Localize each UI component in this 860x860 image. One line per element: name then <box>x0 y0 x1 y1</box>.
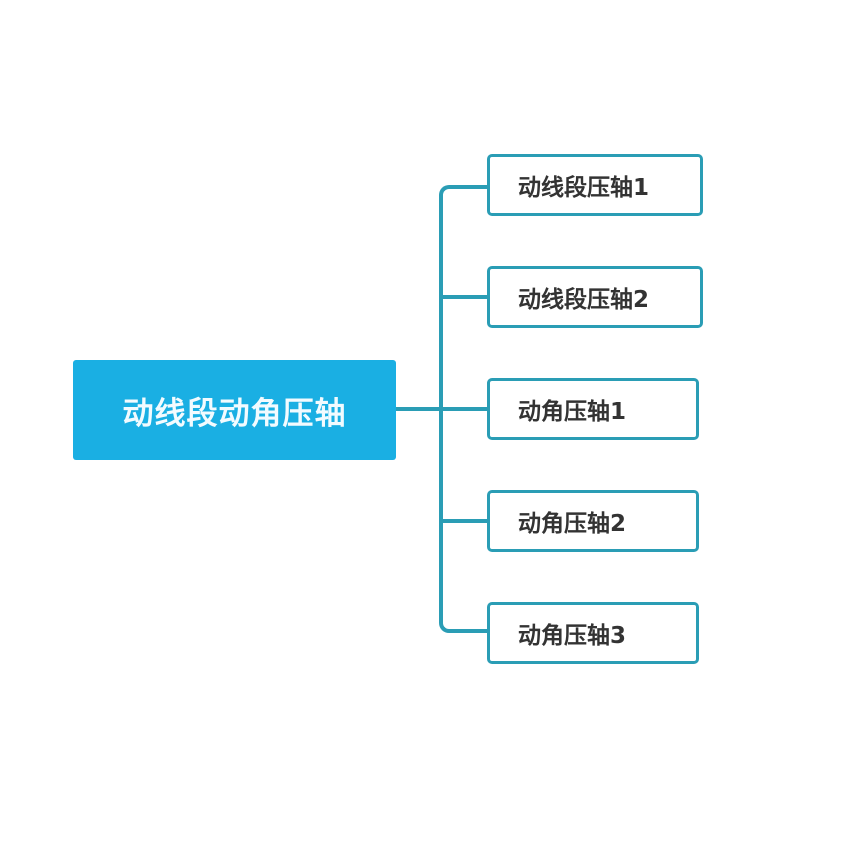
child-label-1: 动线段压轴1 <box>518 175 650 201</box>
child-label-2: 动线段压轴2 <box>518 287 650 313</box>
root-label: 动线段动角压轴 <box>122 395 347 432</box>
child-label-4: 动角压轴2 <box>518 511 627 537</box>
child-label-3: 动角压轴1 <box>518 399 627 425</box>
root-connector-line <box>396 407 443 411</box>
root-node[interactable]: 动线段动角压轴 <box>73 360 396 460</box>
child-node-3[interactable]: 动角压轴1 <box>487 378 699 440</box>
child-node-4[interactable]: 动角压轴2 <box>487 490 699 552</box>
child-node-5[interactable]: 动角压轴3 <box>487 602 699 664</box>
branch-line-3 <box>441 407 489 411</box>
child-node-1[interactable]: 动线段压轴1 <box>487 154 703 216</box>
branch-line-4 <box>441 519 489 523</box>
child-node-2[interactable]: 动线段压轴2 <box>487 266 703 328</box>
branch-line-2 <box>441 295 489 299</box>
child-label-5: 动角压轴3 <box>518 623 627 649</box>
branch-line-5 <box>449 629 489 633</box>
branch-line-1 <box>449 185 489 189</box>
